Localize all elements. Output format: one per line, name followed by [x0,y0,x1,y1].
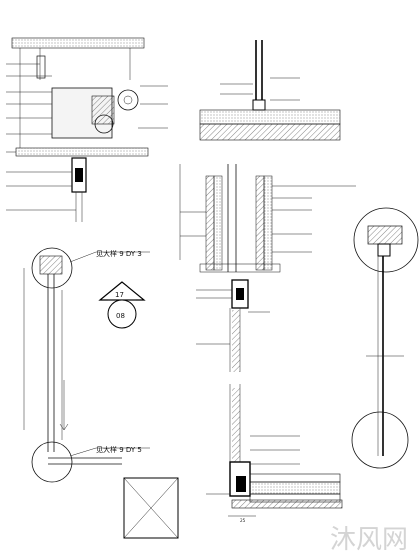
concrete-slab [11,37,145,49]
track-rail [15,147,149,157]
floor-section-detail [199,40,341,141]
detail-circle-right-bottom [351,411,409,469]
hanger-bracket [36,55,46,79]
door-plan: 见大样 9 DY 3 见大样 9 DY 5 [23,247,179,539]
ceiling-track-detail [6,37,168,222]
section-sheet: 08 [116,312,125,320]
dimension-label: 25 [240,518,246,523]
floor-slab [199,109,341,125]
elevation-detail [351,207,419,469]
leader-top [69,251,97,263]
section-number: 17 [115,291,124,299]
gear-box [91,95,115,125]
detail-circle-bottom [31,441,73,483]
watermark: 沐风网 [330,525,408,555]
detail-ref-top: 见大样 9 DY 3 [96,249,142,258]
floor-guide [252,99,266,111]
drive-wheel [117,89,139,111]
leader-bottom [69,447,97,457]
jamb-section-detail [179,164,356,372]
section-marker: 17 08 [98,281,146,329]
detail-circle-top [31,247,73,289]
pulley-wheel [94,114,114,134]
floor-corner-detail: 25 [206,384,343,523]
detail-ref-bottom: 见大样 9 DY 5 [96,445,142,454]
detail-circle-right-top [353,207,419,273]
screed-layer [199,123,341,141]
